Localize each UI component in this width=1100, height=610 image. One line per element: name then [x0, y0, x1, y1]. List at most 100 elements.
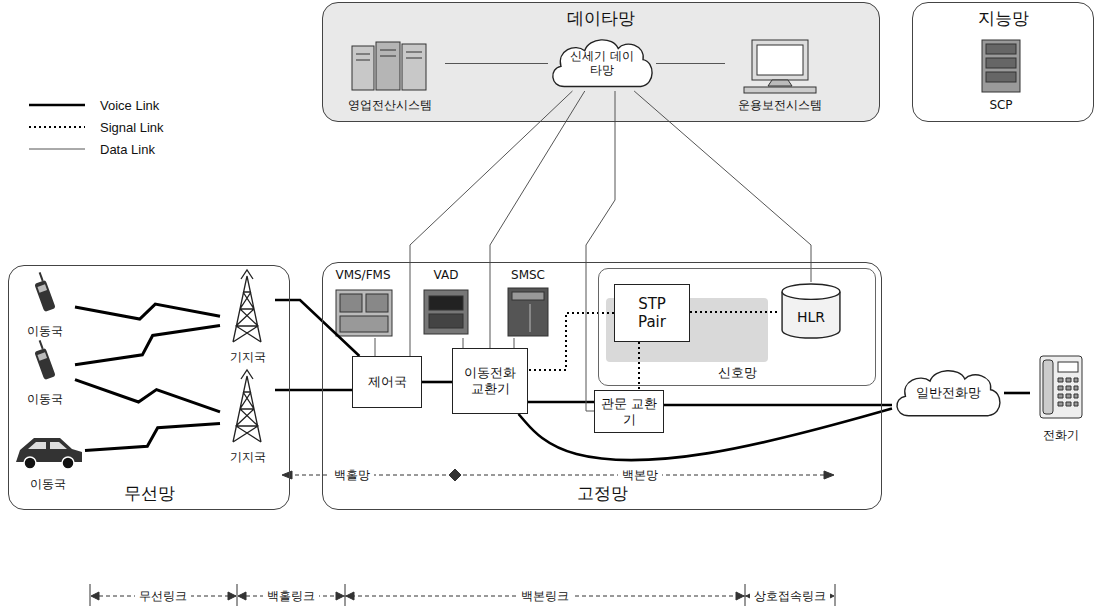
connector-layer: [85, 424, 220, 451]
legend-sample: [28, 144, 86, 154]
node-label: 신호망: [718, 365, 757, 381]
node-label: 일반전화망: [916, 385, 981, 401]
node-label: 제어국: [368, 374, 407, 390]
network-region: 지능망 SCP: [912, 2, 1094, 122]
mobile-phone: [37, 284, 47, 292]
mobile-station: 이동국: [15, 272, 75, 338]
span-bracket: [237, 584, 238, 606]
span-arrow: [282, 471, 292, 479]
workstation: [744, 40, 816, 93]
process-box: 관문 교환기: [594, 390, 664, 433]
node-label: SCP: [989, 98, 1012, 112]
network-cloud: 일반전화망: [892, 366, 1004, 420]
node-label: 이동전화 교환기: [457, 365, 523, 396]
server-rack: [352, 46, 374, 90]
span-label: 백홀망: [330, 468, 374, 482]
car: [24, 457, 36, 469]
signal-region: 신호망STP PairHLR: [598, 268, 876, 386]
node-label: 무선망: [124, 483, 175, 503]
signal-link: [528, 313, 614, 370]
server-rack: [429, 296, 463, 310]
voice-link: [1004, 392, 1030, 395]
telephone: [1040, 356, 1082, 418]
server-rack: [986, 72, 1016, 82]
tower: [233, 376, 261, 442]
span-bracket: [745, 584, 746, 606]
legend-entry: Voice Link: [28, 95, 159, 115]
data-link: [463, 338, 464, 348]
voice-link: [664, 404, 892, 407]
connector-layer: [422, 382, 452, 383]
server-rack: [340, 316, 388, 332]
span-arrow: [449, 469, 461, 481]
node-label: 운용보전시스템: [738, 98, 822, 112]
server-rack: [508, 288, 548, 336]
server-rack: [982, 40, 1020, 92]
data-link: [586, 91, 615, 411]
connector-layer: [639, 342, 640, 390]
connector-layer: [275, 300, 359, 356]
tower: [241, 370, 253, 379]
legend-entry: Data Link: [28, 139, 155, 159]
car: [16, 438, 82, 469]
server-rack: [424, 290, 468, 334]
span-bracket: [90, 584, 835, 606]
data-link: [410, 91, 572, 356]
span-arrow: [824, 471, 834, 479]
server-rack: [424, 290, 468, 334]
workstation: [768, 80, 792, 86]
telephone-set: 전화기: [1030, 350, 1092, 442]
connector-layer: [275, 390, 352, 391]
node-label: VMS/FMS: [335, 268, 390, 282]
connector-layer: [514, 338, 515, 348]
connector-layer: [445, 63, 548, 64]
node-label: VAD: [434, 268, 459, 282]
node-label: 관문 교환기: [599, 396, 659, 427]
connector-layer: [528, 402, 594, 403]
span-bracket: [346, 592, 354, 600]
span-bracket: [228, 592, 236, 600]
region-fill: [322, 2, 880, 122]
bolt-link: [75, 380, 220, 412]
process-box: 이동전화 교환기: [452, 348, 528, 414]
voice-link: [275, 389, 352, 392]
voice-link: [519, 409, 892, 460]
node-label: 기지국: [230, 350, 266, 364]
mobile-phone: [40, 340, 43, 348]
legend-label: Data Link: [100, 142, 155, 157]
base-station: 기지국: [220, 372, 275, 464]
server-rack: [352, 42, 426, 90]
car: [28, 442, 67, 449]
data-link: [634, 91, 811, 282]
legend-label: Voice Link: [100, 98, 159, 113]
telephone: [1040, 356, 1082, 418]
node-label: 신세기 데이타망: [570, 49, 634, 78]
bolt-link: [85, 424, 220, 451]
node-label: 전화기: [1043, 428, 1079, 442]
legend-sample: [28, 100, 86, 110]
cylinder-outline: [782, 284, 840, 299]
system-icon: VAD: [418, 268, 474, 338]
server-rack: [336, 290, 392, 336]
legend-sample: [29, 149, 85, 150]
mobile-phone: [40, 272, 43, 280]
connector-layer: [586, 91, 615, 411]
node-label: 기지국: [230, 450, 266, 464]
span-bracket: [345, 584, 346, 606]
cloud-outline: [897, 371, 1000, 416]
connector-layer: [519, 409, 892, 460]
connector-layer: [75, 304, 220, 319]
node-label: 지능망: [978, 8, 1029, 28]
mobile-station: 이동국: [15, 340, 75, 406]
telephone: [1043, 360, 1053, 414]
mobile-phone: [37, 352, 47, 360]
connector-layer: [410, 91, 572, 356]
process-box: 제어국: [352, 356, 422, 408]
cloud-outline: [553, 40, 652, 87]
system-icon: VMS/FMS: [328, 268, 398, 338]
process-box: STP Pair: [614, 284, 690, 342]
mobile-phone: [34, 280, 56, 312]
data-link: [656, 63, 725, 64]
